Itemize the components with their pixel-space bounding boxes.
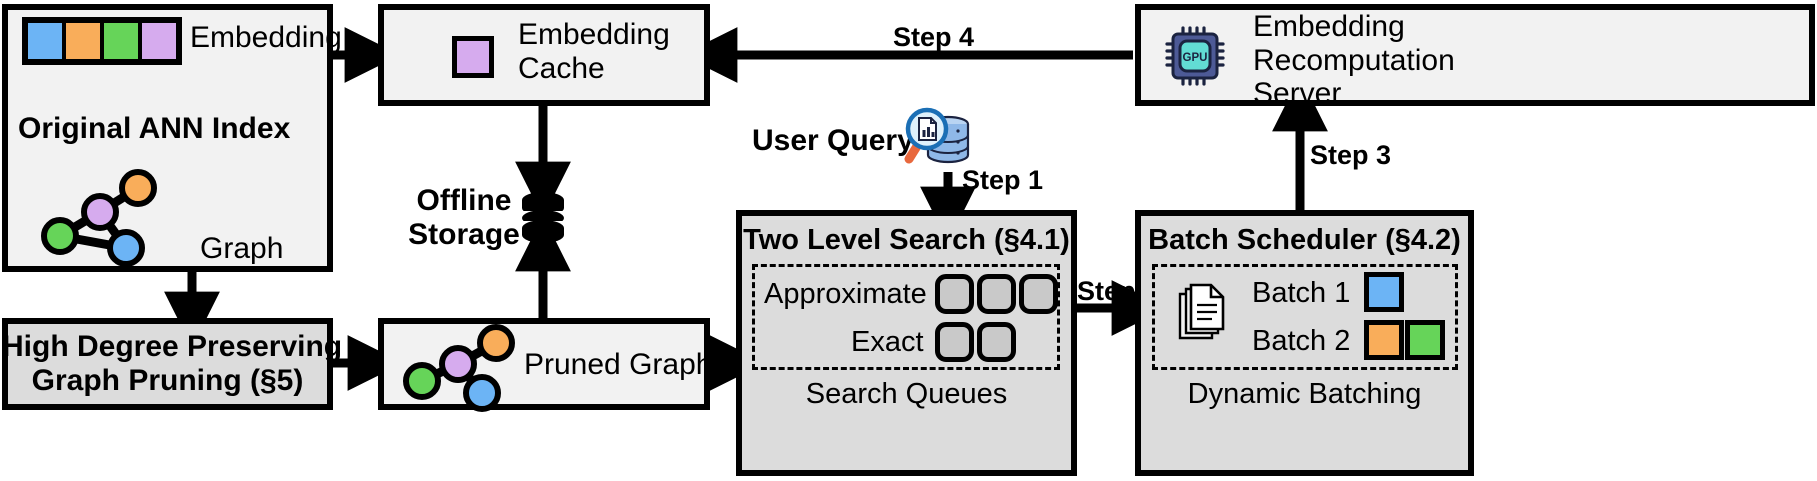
recomp-line2: Recomputation xyxy=(1253,43,1455,77)
batch-2-swatch-green xyxy=(1405,320,1445,360)
embedding-cache-line2: Cache xyxy=(518,51,605,85)
recomputation-server-box xyxy=(1135,4,1815,106)
user-query-label: User Query xyxy=(752,124,914,157)
dynamic-batching-dashed-region xyxy=(1152,264,1458,370)
step1-label: Step 1 xyxy=(962,165,1044,195)
original-ann-index-title: Original ANN Index xyxy=(18,112,291,145)
recomp-line3: Server xyxy=(1253,77,1342,111)
approximate-queue-cell-1 xyxy=(935,274,974,314)
two-level-search-box xyxy=(736,210,1077,476)
pruned-graph-glyph xyxy=(400,324,520,412)
original-graph-glyph xyxy=(38,168,178,268)
approximate-queue-cell-3 xyxy=(1019,274,1058,314)
search-database-icon xyxy=(903,105,975,171)
batch-scheduler-title: Batch Scheduler (§4.2) xyxy=(1148,224,1461,256)
batch-2-swatch-orange xyxy=(1364,320,1404,360)
database-icon xyxy=(519,190,567,252)
graph-pruning-line1: High Degree Preserving xyxy=(2,330,343,363)
dynamic-batching-footer: Dynamic Batching xyxy=(1187,378,1422,410)
embedding-cache-line1: Embedding xyxy=(518,18,670,51)
graph-pruning-line2: Graph Pruning (§5) xyxy=(31,363,304,397)
recomp-line1: Embedding xyxy=(1253,10,1405,43)
graph-pruning-box xyxy=(2,318,333,410)
embedding-cell-blue xyxy=(28,23,62,59)
gpu-chip-icon: GPU xyxy=(1163,24,1227,88)
two-level-search-title: Two Level Search (§4.1) xyxy=(743,224,1070,256)
svg-text:GPU: GPU xyxy=(1183,52,1208,64)
offline-storage-line1: Offline xyxy=(416,184,512,217)
graph-label: Graph xyxy=(200,232,284,265)
search-queues-footer: Search Queues xyxy=(805,378,1008,410)
step4-label: Step 4 xyxy=(893,22,975,52)
embedding-cell-purple xyxy=(142,23,176,59)
step3-label: Step 3 xyxy=(1310,140,1392,170)
batch-1-swatch-blue xyxy=(1364,272,1404,312)
approximate-row-label: Approximate xyxy=(764,278,927,310)
embedding-cache-box xyxy=(378,4,710,106)
offline-storage-line2: Storage xyxy=(408,217,520,251)
approximate-queue-cell-2 xyxy=(977,274,1016,314)
embedding-cell-green xyxy=(104,23,138,59)
documents-icon xyxy=(1176,282,1228,344)
embedding-label: Embedding xyxy=(190,21,342,54)
exact-queue-cell-1 xyxy=(935,322,974,362)
exact-row-label: Exact xyxy=(851,326,924,358)
exact-queue-cell-2 xyxy=(977,322,1016,362)
pruned-graph-box xyxy=(378,318,710,410)
embedding-cell-orange xyxy=(66,23,100,59)
pruned-graph-label: Pruned Graph xyxy=(524,348,713,381)
embedding-strip xyxy=(22,17,182,65)
batch-2-label: Batch 2 xyxy=(1252,325,1351,357)
search-queues-dashed-region xyxy=(752,264,1060,370)
embedding-cache-swatch xyxy=(452,36,494,78)
batch-1-label: Batch 1 xyxy=(1252,277,1351,309)
